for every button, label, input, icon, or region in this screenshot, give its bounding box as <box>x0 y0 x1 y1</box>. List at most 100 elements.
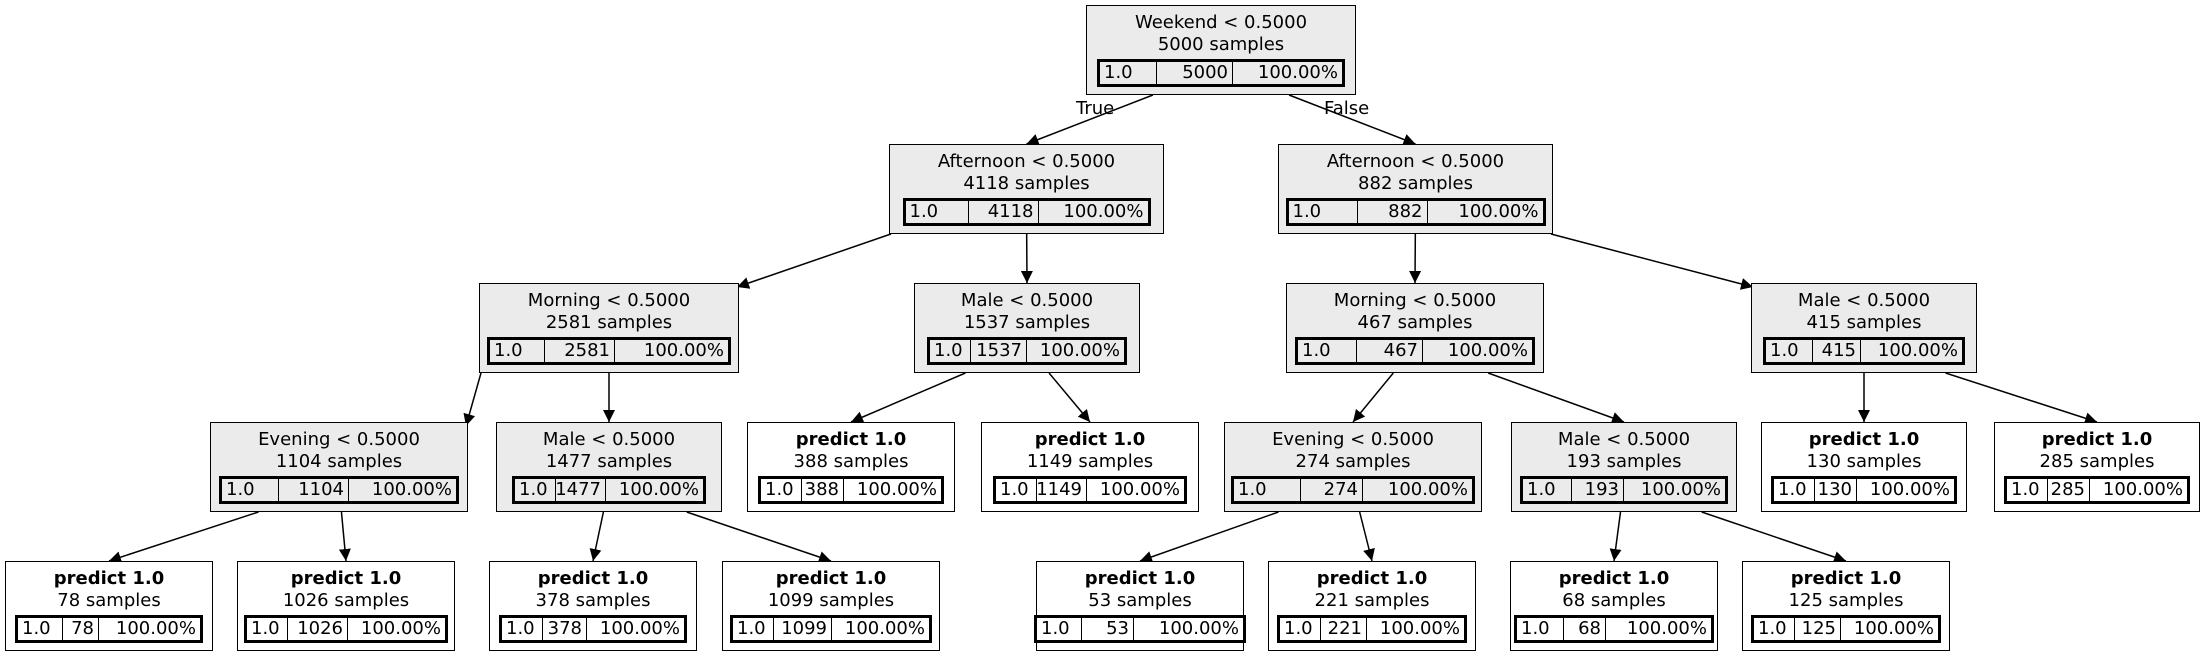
stats-percent-cell: 100.00% <box>1422 340 1532 362</box>
stats-value-cell: 1.0 <box>1000 479 1029 500</box>
stats-value-cell: 1.0 <box>226 479 255 500</box>
edge-arrow <box>1026 94 1154 146</box>
split-condition: Afternoon < 0.5000 <box>937 151 1116 172</box>
stats-value-cell: 1.0 <box>519 479 548 500</box>
stats-value-cell: 1.0 <box>1758 618 1787 639</box>
stats-value-cell: 1.0 <box>934 340 963 361</box>
stats-percent-cell: 100.00% <box>1623 479 1725 501</box>
stats-count-cell: 221 <box>1320 618 1366 640</box>
sample-count: 378 samples <box>535 590 651 611</box>
leaf-prediction: predict 1.0 <box>795 429 907 450</box>
sample-count: 1099 samples <box>767 590 895 611</box>
edge-arrow <box>1358 511 1375 562</box>
leaf-prediction: predict 1.0 <box>775 568 887 589</box>
edge-arrow <box>736 233 892 289</box>
stats-value-cell: 1.0 <box>737 618 766 639</box>
split-condition: Morning < 0.5000 <box>1333 290 1497 311</box>
sample-count: 467 samples <box>1357 312 1473 333</box>
leaf-prediction: predict 1.0 <box>537 568 649 589</box>
leaf-prediction: predict 1.0 <box>1034 429 1146 450</box>
sample-count: 882 samples <box>1358 173 1473 194</box>
sample-count: 274 samples <box>1295 451 1411 472</box>
stats-count-cell: 285 <box>2047 479 2089 501</box>
edge-arrow <box>686 511 832 563</box>
split-condition: Male < 0.5000 <box>542 429 676 450</box>
stats-percent-cell: 100.00% <box>1605 618 1711 640</box>
sample-count: 415 samples <box>1806 312 1922 333</box>
stats-count-cell: 882 <box>1356 201 1427 223</box>
stats-value-cell: 1.0 <box>22 618 51 639</box>
stats-percent-cell: 100.00% <box>586 618 684 640</box>
sample-count: 221 samples <box>1314 590 1430 611</box>
stats-value-cell: 1.0 <box>909 201 939 222</box>
edge-arrow <box>1352 372 1394 423</box>
edge-arrow <box>1139 511 1279 563</box>
stats-value-cell: 1.0 <box>494 340 523 361</box>
stats-count-cell: 388 <box>801 479 843 501</box>
stats-percent-cell: 100.00% <box>98 618 200 640</box>
sample-count: 1026 samples <box>282 590 410 611</box>
edge-arrow <box>850 372 966 423</box>
stats-value-cell: 1.0 <box>2011 479 2040 500</box>
stats-count-cell: 2581 <box>544 340 614 362</box>
stats-percent-cell: 100.00% <box>2089 479 2187 501</box>
sample-count: 53 samples <box>1088 590 1192 611</box>
sample-count: 285 samples <box>2039 451 2155 472</box>
edge-arrow <box>1701 511 1847 563</box>
split-condition: Male < 0.5000 <box>960 290 1094 311</box>
stats-count-cell: 1099 <box>773 618 831 640</box>
stats-value-cell: 1.0 <box>251 618 280 639</box>
stats-value-cell: 1.0 <box>1292 201 1322 222</box>
stats-count-cell: 78 <box>62 618 98 640</box>
stats-count-cell: 1537 <box>970 340 1026 362</box>
stats-count-cell: 4118 <box>967 201 1038 223</box>
stats-count-cell: 1026 <box>287 618 347 640</box>
stats-value-cell: 1.0 <box>1527 479 1556 500</box>
split-condition: Evening < 0.5000 <box>1272 429 1434 450</box>
leaf-prediction: predict 1.0 <box>53 568 165 589</box>
stats-value-cell: 1.0 <box>1041 618 1070 639</box>
stats-count-cell: 1477 <box>555 479 605 501</box>
sample-count: 388 samples <box>793 451 909 472</box>
stats-percent-cell: 100.00% <box>831 618 929 640</box>
stats-percent-cell: 100.00% <box>1133 618 1243 640</box>
sample-count: 5000 samples <box>1157 34 1285 55</box>
stats-count-cell: 274 <box>1300 479 1362 501</box>
stats-percent-cell: 100.00% <box>1086 479 1184 501</box>
edge-label-true: True <box>1076 98 1115 119</box>
sample-count: 68 samples <box>1562 590 1666 611</box>
stats-percent-cell: 100.00% <box>1026 340 1124 362</box>
sample-count: 2581 samples <box>545 312 673 333</box>
edge-arrow <box>1945 372 2098 425</box>
sample-count: 78 samples <box>57 590 161 611</box>
stats-count-cell: 193 <box>1571 479 1623 501</box>
stats-percent-cell: 100.00% <box>1840 618 1938 640</box>
split-condition: Weekend < 0.5000 <box>1134 12 1308 33</box>
